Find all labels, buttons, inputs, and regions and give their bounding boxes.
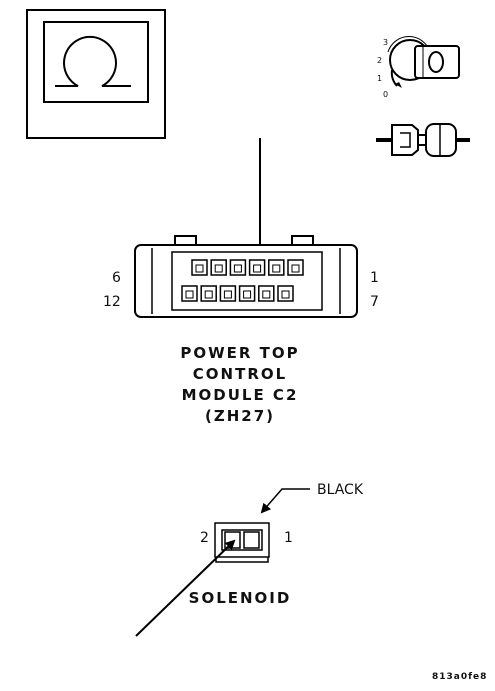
pin-terminal-12 (185, 290, 194, 299)
pin-cavity-9 (238, 285, 256, 302)
pin-terminal-8 (262, 290, 271, 299)
pin-terminal-7 (281, 290, 290, 299)
pin-terminal-11 (204, 290, 213, 299)
solenoid-pin-label-1: 1 (284, 530, 293, 546)
connector-disconnect-icon (376, 123, 470, 157)
figure-code: 813a0fe8 (432, 672, 488, 682)
pin-label-bottom-left: 12 (103, 294, 121, 310)
pin-cavity-6 (191, 259, 208, 276)
pin-label-top-right: 1 (370, 270, 379, 286)
solenoid-connector (214, 522, 270, 563)
pin-terminal-3 (253, 264, 262, 273)
ignition-position-1: 1 (377, 74, 383, 83)
ignition-position-3: 3 (383, 38, 389, 47)
pin-terminal-6 (195, 264, 204, 273)
pin-label-bottom-right: 7 (370, 294, 379, 310)
pin-terminal-1 (291, 264, 300, 273)
module-title-line-3: MODULE C2 (181, 386, 299, 404)
ignition-position-0: 0 (383, 90, 389, 99)
pin-cavity-4 (229, 259, 247, 276)
solenoid-cavity-2 (224, 531, 241, 549)
pin-cavity-10 (219, 285, 237, 302)
solenoid-title: SOLENOID (188, 589, 292, 607)
module-title-line-4: (ZH27) (204, 407, 275, 425)
module-title-line-2: CONTROL (192, 365, 288, 383)
ignition-position-2: 2 (377, 56, 383, 65)
pin-cavity-1 (287, 259, 304, 276)
module-title-line-1: POWER TOP (180, 344, 300, 362)
pin-cavity-8 (258, 285, 275, 302)
probe-arrow-solenoid (135, 539, 236, 637)
pin-cavity-3 (248, 259, 266, 276)
pin-terminal-4 (233, 264, 242, 273)
pin-terminal-10 (223, 290, 232, 299)
module-title: POWER TOP CONTROL MODULE C2 (ZH27) (120, 343, 360, 427)
pin-terminal-5 (214, 264, 223, 273)
ohm-meter-icon (26, 9, 166, 139)
black-color-leader (260, 488, 310, 514)
ignition-key-icon (387, 36, 460, 88)
pin-label-top-left: 6 (112, 270, 121, 286)
pin-cavity-5 (210, 259, 227, 276)
module-connector-c2 (134, 235, 358, 318)
solenoid-pin-label-2: 2 (200, 530, 209, 546)
wire-color-label: BLACK (317, 482, 364, 498)
pin-cavity-7 (277, 285, 294, 302)
pin-cavity-2 (268, 259, 285, 276)
solenoid-cavity-1 (243, 531, 260, 549)
pin-cavity-12 (181, 285, 198, 302)
pin-terminal-9 (243, 290, 252, 299)
connector-pin-cavities (181, 259, 304, 302)
pin-cavity-11 (200, 285, 217, 302)
pin-terminal-2 (272, 264, 281, 273)
